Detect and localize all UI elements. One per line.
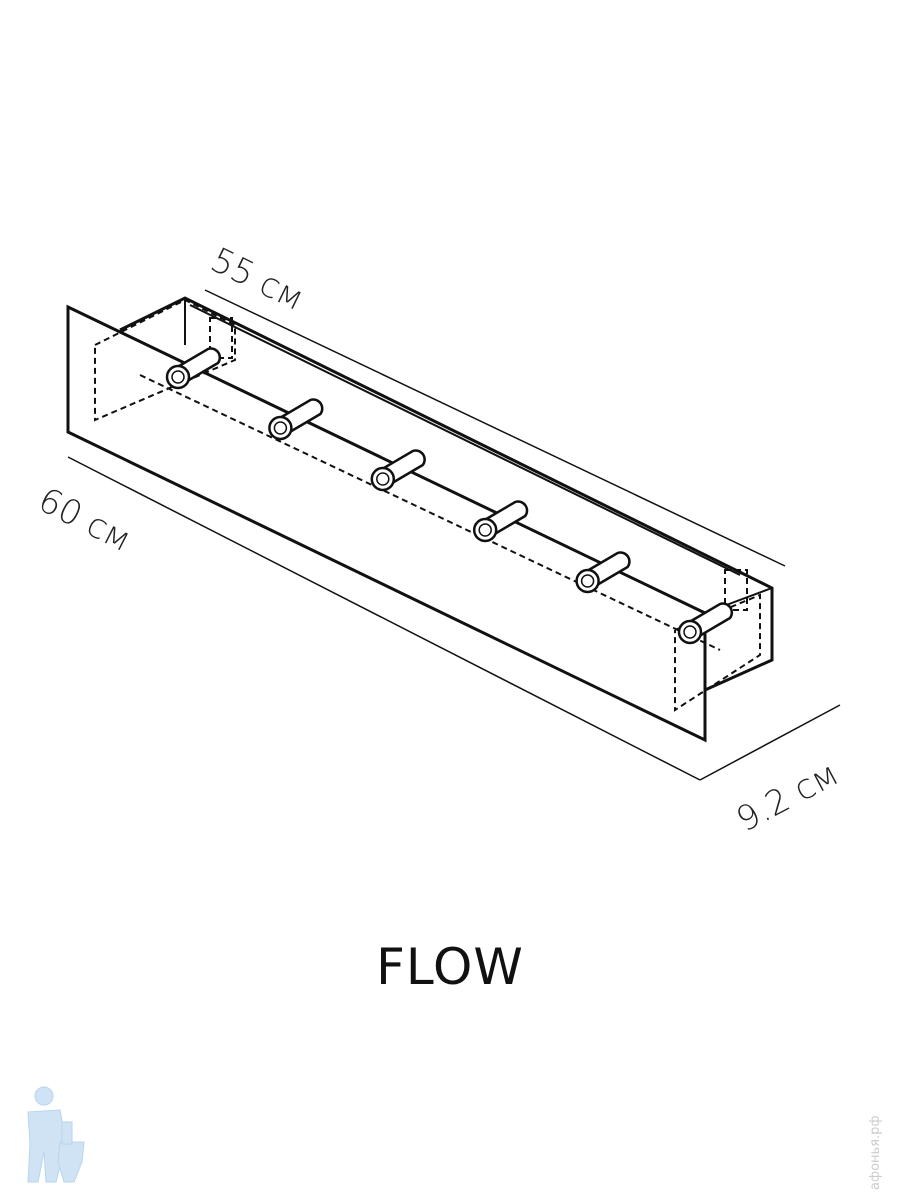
dimension-line-60 xyxy=(67,456,701,781)
dimension-line-9-2 xyxy=(699,704,841,781)
hidden-right-end xyxy=(674,593,761,712)
dimension-line-55 xyxy=(204,289,786,567)
hook xyxy=(268,398,324,441)
hook xyxy=(472,500,529,543)
hook xyxy=(165,347,222,390)
hook xyxy=(575,551,631,594)
watermark-text: афонья.рф xyxy=(868,1115,883,1190)
front-plate xyxy=(66,304,707,743)
hooks xyxy=(165,347,734,645)
plumber-logo xyxy=(27,1086,85,1183)
hidden-left-end xyxy=(94,298,236,422)
product-title: FLOW xyxy=(376,938,524,996)
hook xyxy=(677,602,734,645)
hook xyxy=(370,449,426,492)
